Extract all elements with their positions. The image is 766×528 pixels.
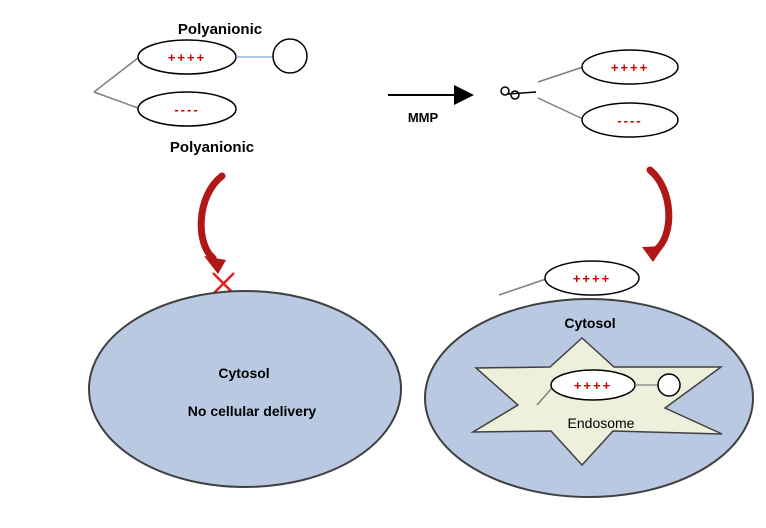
top-polyanionic-label: Polyanionic [178, 21, 262, 38]
entering-peptide: ++++ [498, 260, 640, 296]
left-cell: Cytosol No cellular delivery [88, 290, 402, 488]
inner-positive-charge: ++++ [574, 378, 612, 393]
left-probe: Polyanionic ++++ ---- Polyanionic [93, 21, 308, 156]
scissors-icon [500, 86, 537, 100]
cargo-circle [272, 38, 308, 74]
bottom-polyanionic-label: Polyanionic [170, 139, 254, 156]
cleaved-polycationic-domain [581, 49, 679, 85]
cleaved-positive-charge: ++++ [611, 60, 649, 75]
mmp-label: MMP [408, 110, 439, 125]
entering-positive-charge: ++++ [573, 271, 611, 286]
linker-branch-bottom [93, 91, 139, 109]
cleaved-negative-charge: ---- [617, 113, 642, 128]
right-cytosol-label: Cytosol [564, 315, 615, 331]
cleaved-linker-top [537, 66, 584, 83]
right-cell: Cytosol ++++ Endosome [424, 298, 754, 498]
positive-charge: ++++ [168, 50, 206, 65]
inner-peptide-linker [536, 387, 553, 406]
entering-peptide-linker [498, 278, 547, 296]
left-cytosol-label: Cytosol [218, 365, 269, 381]
right-cleaved-probe: ++++ ---- [500, 49, 679, 138]
entering-polycationic-domain [544, 260, 640, 296]
cleaved-linker-bottom [537, 97, 584, 120]
left-curved-arrow [197, 172, 226, 274]
linker-branch-top [93, 57, 139, 93]
cleaved-polyanionic-domain [581, 102, 679, 138]
endosome-label: Endosome [568, 415, 635, 431]
no-delivery-label: No cellular delivery [188, 403, 317, 419]
mmp-arrow: MMP [388, 85, 474, 125]
polyanionic-domain [137, 91, 237, 127]
inner-cargo-circle [657, 373, 681, 397]
right-curved-arrow [642, 166, 673, 262]
negative-charge: ---- [174, 102, 199, 117]
endosome [470, 336, 724, 467]
left-cell-membrane [88, 290, 402, 488]
